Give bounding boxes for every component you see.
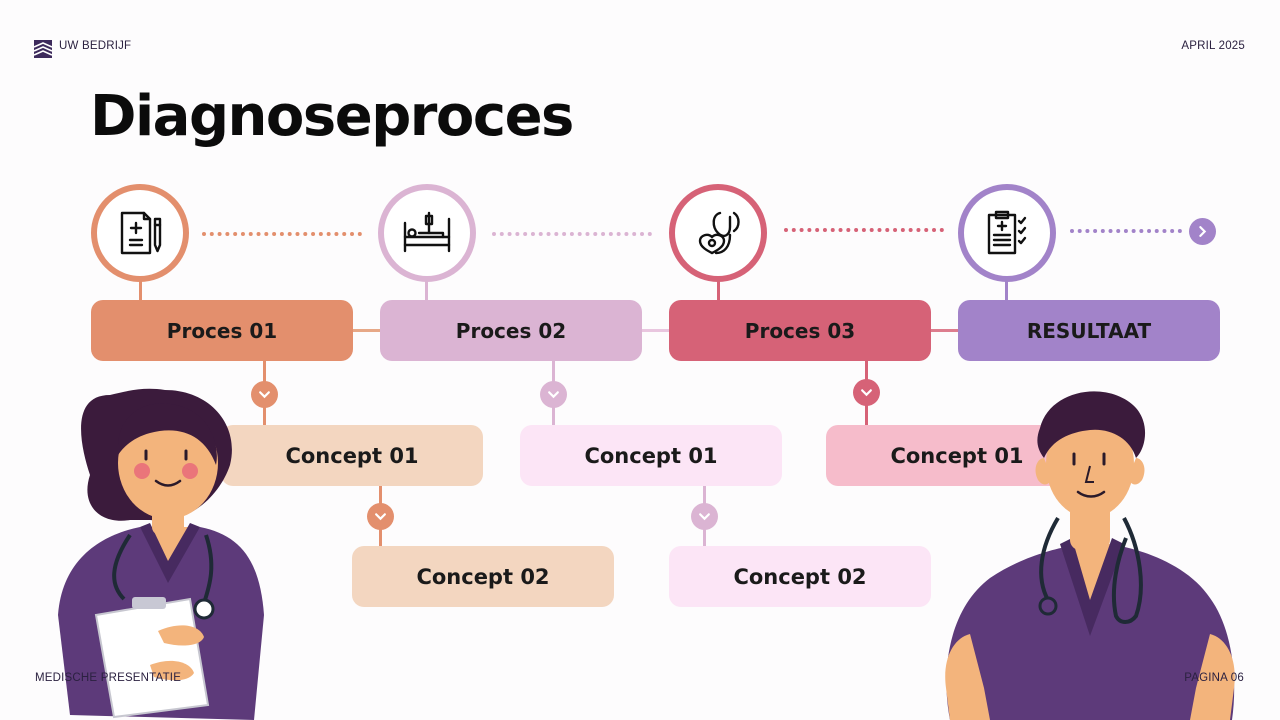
result-box[interactable]: RESULTAAT	[958, 300, 1220, 361]
clipboard-checklist-icon	[987, 210, 1027, 255]
chevron-down-icon	[540, 381, 567, 408]
date-label: APRIL 2025	[1181, 40, 1245, 52]
page-number: PAGINA 06	[1184, 672, 1244, 684]
circle-step-3	[669, 184, 767, 282]
step-box-3[interactable]: Proces 03	[669, 300, 931, 361]
concept-box-col2-02[interactable]: Concept 02	[669, 546, 931, 607]
connector-dots-1	[202, 232, 362, 236]
circle-step-1	[91, 184, 189, 282]
concept-box-col2-01[interactable]: Concept 01	[520, 425, 782, 486]
male-doctor-illustration	[945, 391, 1235, 720]
hospital-bed-icon	[403, 211, 451, 253]
proc-connector-3	[930, 329, 958, 332]
step-box-2[interactable]: Proces 02	[380, 300, 642, 361]
circle-step-4	[958, 184, 1056, 282]
stem-1	[139, 278, 142, 302]
chevron-down-icon	[853, 379, 880, 406]
company-name: UW BEDRIJF	[59, 40, 132, 52]
step-box-1[interactable]: Proces 01	[91, 300, 353, 361]
proc-connector-2	[641, 329, 669, 332]
stem-4	[1005, 278, 1008, 302]
logo-icon	[33, 40, 53, 58]
female-doctor-illustration	[58, 388, 264, 720]
chevron-down-icon	[251, 381, 278, 408]
connector-dots-3	[784, 228, 944, 232]
chevron-down-icon	[691, 503, 718, 530]
connector-dots-2	[492, 232, 652, 236]
chevron-down-icon	[367, 503, 394, 530]
footer-presentation-label: MEDISCHE PRESENTATIE	[35, 672, 182, 684]
circle-step-2	[378, 184, 476, 282]
proc-connector-1	[352, 329, 380, 332]
document-pen-icon	[120, 211, 162, 255]
next-arrow-icon[interactable]	[1189, 218, 1216, 245]
stethoscope-icon	[698, 211, 740, 255]
stem-2	[425, 278, 428, 302]
concept-box-col1-02[interactable]: Concept 02	[352, 546, 614, 607]
concept-box-col1-01[interactable]: Concept 01	[221, 425, 483, 486]
page-title: Diagnoseproces	[90, 84, 574, 149]
stem-3	[717, 278, 720, 302]
connector-dots-4	[1070, 229, 1182, 233]
